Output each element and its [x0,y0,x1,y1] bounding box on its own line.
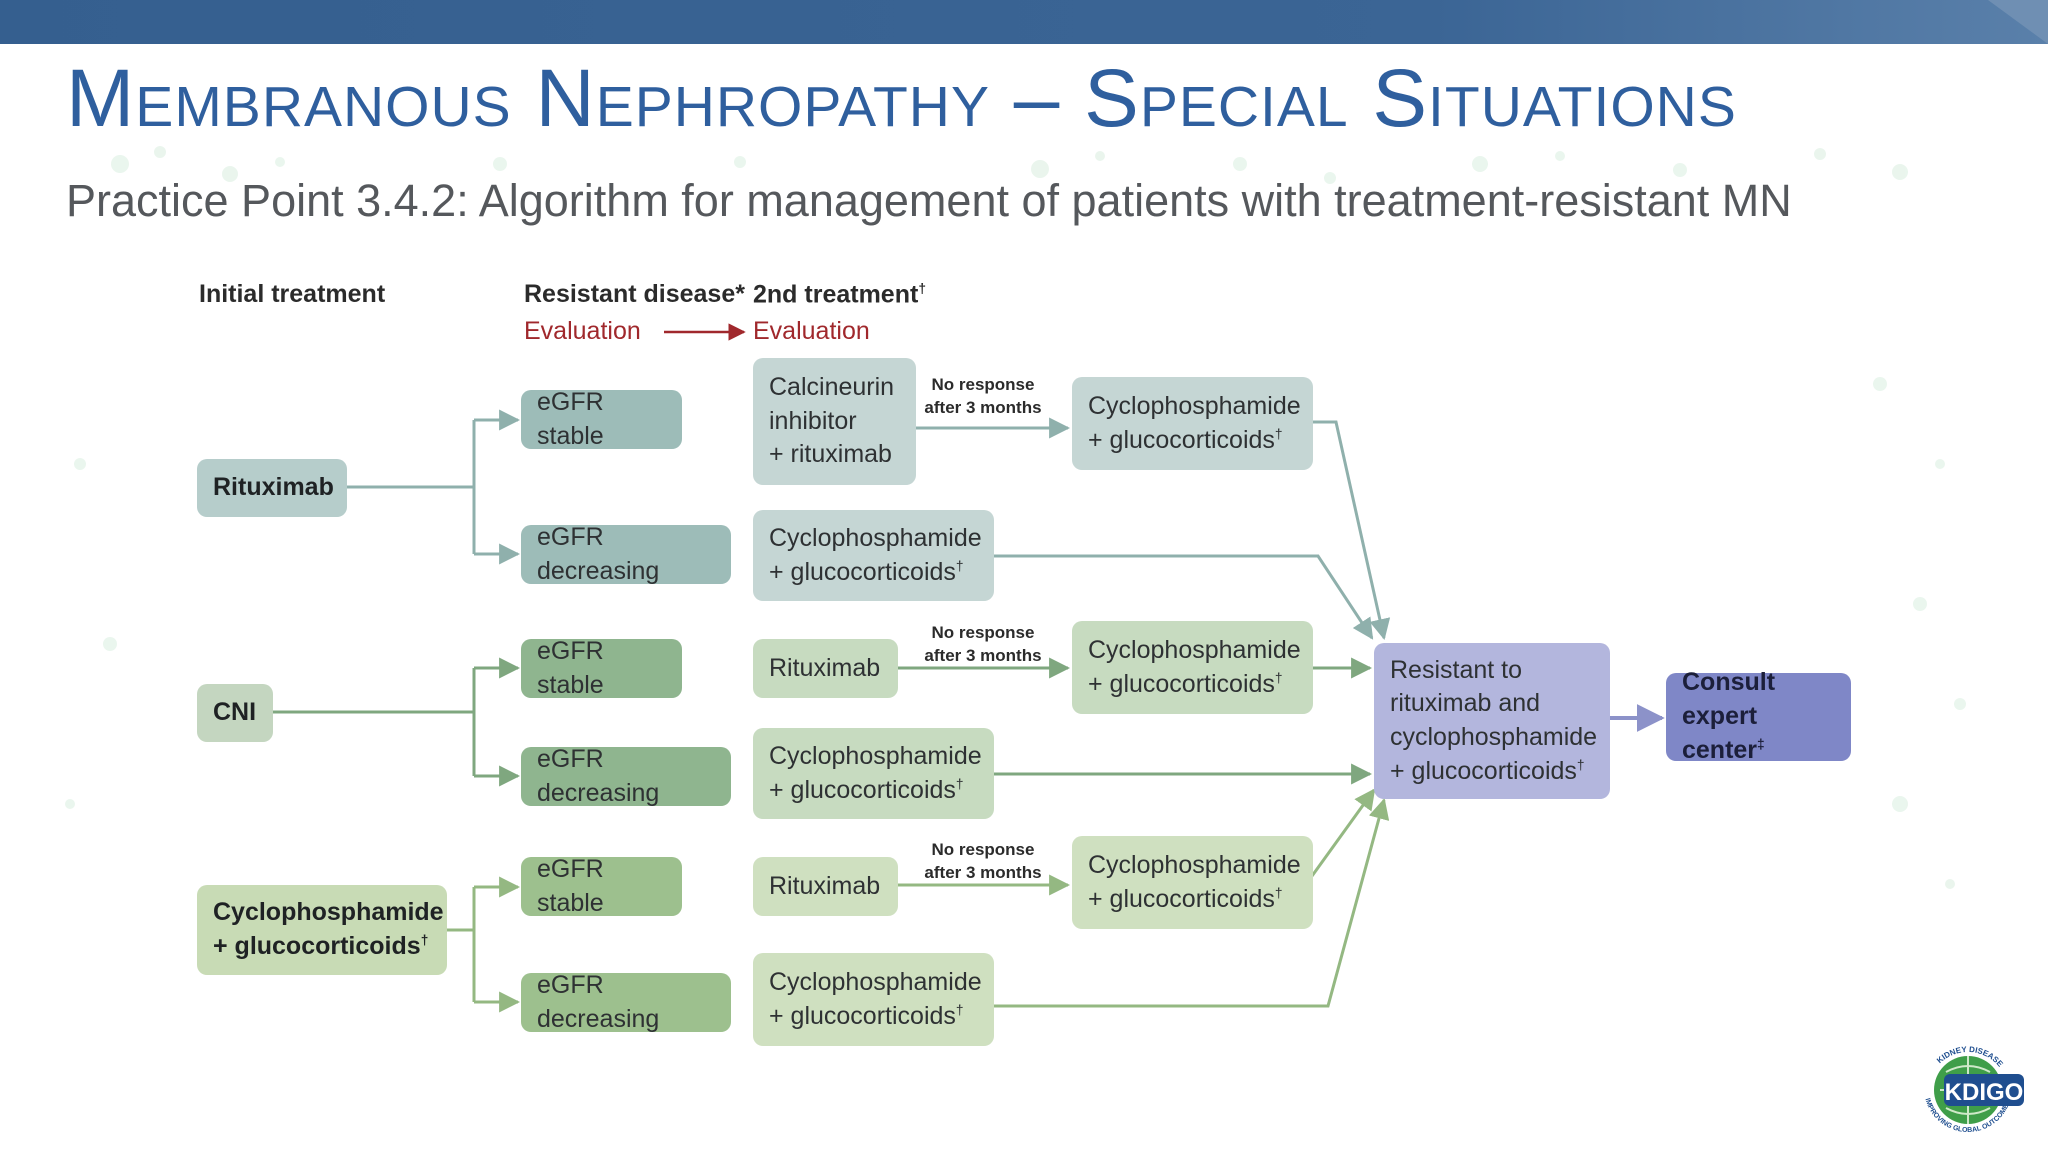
cyclo-second-2-line2: + glucocorticoids [769,775,956,804]
arrow-cyclo-top-resistant [1312,420,1391,641]
cyclo-third-1-line1: Cyclophosphamide [1088,391,1301,420]
box-cyclo-third-3: Cyclophosphamide + glucocorticoids† [1072,836,1313,929]
box-egfr-decreasing-1: eGFR decreasing [521,523,731,585]
box-egfr-decreasing-2: eGFR decreasing [521,745,731,807]
resistant-final-text: Resistant to rituximab and cyclophosphamid… [1390,654,1597,789]
no-response-label-1: No response after 3 months [918,374,1048,420]
resistant-line4: + glucocorticoids [1390,756,1577,785]
cyclo-third-3-text: Cyclophosphamide + glucocorticoids† [1088,849,1301,917]
cyclo-second-2-dagger: † [955,776,964,792]
cyclo-initial-line2: + glucocorticoids [213,932,421,960]
cyclo-third-2-text: Cyclophosphamide + glucocorticoids† [1088,634,1301,702]
cyclo-branch [446,887,476,1002]
no-response-3-line1: No response [931,840,1035,859]
arrow-decreasing-bottom-resistant [993,797,1390,1008]
calcineurin-text: Calcineurin inhibitor + rituximab [769,371,894,472]
slide-subtitle: Practice Point 3.4.2: Algorithm for mana… [66,175,1792,226]
box-egfr-stable-2: eGFR stable [521,637,682,699]
cyclo-second-2-text: Cyclophosphamide + glucocorticoids† [769,740,982,808]
arrow-cyclo-bottom-resistant [1310,788,1376,877]
rituximab-branch [346,420,476,554]
header-resistant-disease: Resistant disease* [524,280,745,308]
evaluation-left: Evaluation [524,317,641,345]
no-response-label-2: No response after 3 months [918,622,1048,668]
background-pattern [65,146,1966,889]
cyclo-third-3-line1: Cyclophosphamide [1088,850,1301,879]
box-cyclo-third-2: Cyclophosphamide + glucocorticoids† [1072,621,1313,714]
no-response-2-line1: No response [931,623,1035,642]
box-rituximab-second-2: Rituximab [753,857,898,916]
cyclo-third-2-line1: Cyclophosphamide [1088,635,1301,664]
box-calcineurin-rituximab: Calcineurin inhibitor + rituximab [753,358,916,485]
resistant-line2: rituximab and [1390,689,1541,718]
box-rituximab-initial: Rituximab [197,459,347,517]
cyclo-third-1-line2: + glucocorticoids [1088,425,1275,454]
box-cyclo-second-3: Cyclophosphamide + glucocorticoids† [753,953,994,1046]
no-response-1-line1: No response [931,375,1035,394]
header-second-text: 2nd treatment [753,280,919,309]
resistant-dagger: † [1576,757,1585,773]
logo-wordmark: KDIGO [1945,1079,2024,1106]
box-egfr-stable-3: eGFR stable [521,855,682,917]
box-cni-initial: CNI [197,684,273,742]
cyclo-third-3-dagger: † [1274,885,1283,901]
calcineurin-line2: inhibitor [769,406,857,435]
cyclo-initial-text: Cyclophosphamide + glucocorticoids† [213,896,444,964]
cyclo-second-3-line2: + glucocorticoids [769,1001,956,1030]
cyclo-third-1-dagger: † [1274,426,1283,442]
cyclo-second-3-line1: Cyclophosphamide [769,967,982,996]
box-rituximab-second-1: Rituximab [753,639,898,698]
cyclo-third-3-line2: + glucocorticoids [1088,884,1275,913]
header-initial-treatment: Initial treatment [199,280,386,308]
kdigo-logo: KDIGO KIDNEY DISEASE IMPROVING GLOBAL OU… [1923,1045,2024,1134]
cyclo-second-3-text: Cyclophosphamide + glucocorticoids† [769,966,982,1034]
arrow-decreasing-cyclo-resistant [993,554,1374,640]
box-cyclo-third-1: Cyclophosphamide + glucocorticoids† [1072,377,1313,470]
no-response-2-line2: after 3 months [924,645,1042,665]
cyclo-second-1-dagger: † [955,558,964,574]
cyclo-second-2-line1: Cyclophosphamide [769,741,982,770]
cyclo-second-1-line2: + glucocorticoids [769,557,956,586]
consult-line1: Consult [1682,668,1776,697]
box-cyclo-second-1: Cyclophosphamide + glucocorticoids† [753,510,994,601]
consult-line2: expert center [1682,702,1758,764]
consult-text: Consult expert center‡ [1682,666,1835,767]
no-response-1-line2: after 3 months [924,397,1042,417]
evaluation-right: Evaluation [753,317,870,345]
cyclo-third-1-text: Cyclophosphamide + glucocorticoids† [1088,390,1301,458]
resistant-line3: cyclophosphamide [1390,723,1598,751]
no-response-3-line2: after 3 months [924,862,1042,882]
slide-title: Membranous Nephropathy – Special Situati… [66,53,1737,144]
top-banner [0,0,2048,44]
cyclo-second-3-dagger: † [955,1002,964,1018]
cyclo-third-2-dagger: † [1274,670,1283,686]
calcineurin-line3: + rituximab [769,440,892,469]
consult-mark: ‡ [1757,736,1765,752]
cni-branch [272,668,476,776]
banner-corner [1988,0,2048,44]
no-response-label-3: No response after 3 months [918,839,1048,885]
box-cyclo-initial: Cyclophosphamide + glucocorticoids† [197,885,447,975]
box-resistant-final: Resistant to rituximab and cyclophosphamid… [1374,643,1610,799]
calcineurin-line1: Calcineurin [769,372,895,401]
box-cyclo-second-2: Cyclophosphamide + glucocorticoids† [753,728,994,819]
box-consult-expert: Consult expert center‡ [1666,668,1851,764]
cyclo-second-1-text: Cyclophosphamide + glucocorticoids† [769,522,982,590]
cyclo-second-1-line1: Cyclophosphamide [769,523,982,552]
header-second-mark: † [918,281,926,296]
resistant-line1: Resistant to [1390,655,1523,684]
cyclo-third-2-line2: + glucocorticoids [1088,669,1275,698]
cyclo-initial-line1: Cyclophosphamide [213,898,444,927]
box-egfr-stable-1: eGFR stable [521,388,682,450]
header-second-treatment: 2nd treatment† [753,282,926,307]
cyclo-initial-dagger: † [420,932,429,948]
box-egfr-decreasing-3: eGFR decreasing [521,971,731,1033]
